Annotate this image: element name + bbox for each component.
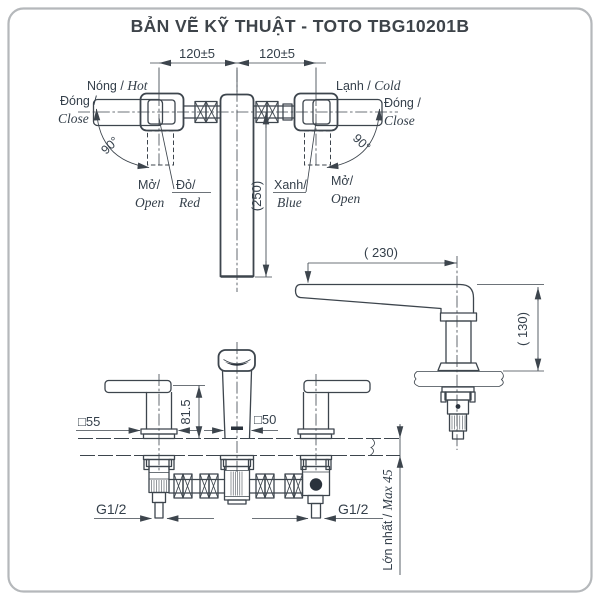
counter-side: [413, 371, 504, 387]
dim-g12-left: G1/2: [94, 501, 214, 522]
tee-connector-center: [219, 454, 255, 505]
label-close-left-vi: Đóng /: [60, 94, 97, 108]
svg-text:Blue: Blue: [277, 195, 302, 210]
page-border: [7, 7, 593, 593]
valve-dot: [309, 478, 323, 491]
open-position-dashed-right: [304, 130, 331, 166]
thread-left-label: G1/2: [96, 501, 127, 517]
label-close-right-vi: Đóng /: [384, 96, 421, 110]
hot-handle-top: 90°: [92, 92, 185, 170]
supply-pipes: [168, 473, 304, 499]
dim-81-5: 81.5: [178, 399, 193, 424]
side-view: ( 230): [294, 245, 544, 450]
spout-side-profile: [294, 283, 480, 372]
dim-max45-group: Lớn nhất / Max 45: [380, 424, 404, 575]
spout-front: [217, 349, 256, 439]
label-open-left-en: Open: [135, 195, 164, 210]
svg-text:Đỏ/: Đỏ/: [176, 178, 196, 192]
svg-text:Red: Red: [178, 195, 200, 210]
connecting-rods-top: [183, 100, 295, 124]
dim-50-group: □50: [204, 412, 278, 434]
dim-g12-right: G1/2: [252, 501, 383, 522]
label-close-left-en: Close: [58, 111, 89, 126]
dim-55-group: □55: [76, 414, 199, 434]
dim-50: □50: [254, 412, 276, 427]
dim-130-group: ( 130): [477, 284, 544, 372]
mounting-hardware-side: [440, 386, 476, 440]
label-close-right-en: Close: [384, 113, 415, 128]
label-blue-indicator: Xanh/ Blue: [273, 121, 317, 210]
label-open-right-vi: Mở/: [331, 174, 354, 188]
dim-250-group: (250): [249, 111, 272, 278]
cold-handle-top: 90°: [293, 92, 383, 170]
dim-120-left: 120±5: [179, 46, 215, 61]
angle-90-left: 90°: [98, 134, 121, 157]
label-open-right-en: Open: [331, 191, 360, 206]
label-cold: Lạnh / Cold: [336, 78, 401, 93]
union-nuts: [173, 473, 304, 499]
inlet-right-valve: [299, 454, 333, 519]
spout-top: [219, 93, 255, 278]
dim-230: ( 230): [364, 245, 398, 260]
dim-81-5-group: 81.5: [173, 385, 205, 439]
svg-text:Xanh/: Xanh/: [274, 178, 307, 192]
dim-55: □55: [78, 414, 100, 429]
max45-label: Lớn nhất / Max 45: [380, 469, 395, 570]
dim-120-group: 120±5 120±5: [150, 46, 326, 94]
label-open-left-vi: Mở/: [138, 178, 161, 192]
thread-right-label: G1/2: [338, 501, 369, 517]
counter-front: [78, 438, 400, 456]
page-title: BẢN VẼ KỸ THUẬT - TOTO TBG10201B: [131, 15, 470, 36]
dim-120-right: 120±5: [259, 46, 295, 61]
cold-handle-front: [297, 379, 371, 440]
label-hot: Nóng / Hot: [87, 78, 149, 93]
angle-90-right: 90°: [350, 131, 373, 154]
front-view: □55 □50 81.5: [76, 342, 404, 575]
hot-handle-front: [104, 379, 178, 440]
label-red-indicator: Đỏ/ Red: [158, 117, 211, 210]
dim-250: (250): [249, 181, 264, 211]
dim-230-group: ( 230): [304, 245, 457, 284]
open-position-dashed-left: [147, 130, 174, 166]
dim-130: ( 130): [515, 312, 530, 346]
